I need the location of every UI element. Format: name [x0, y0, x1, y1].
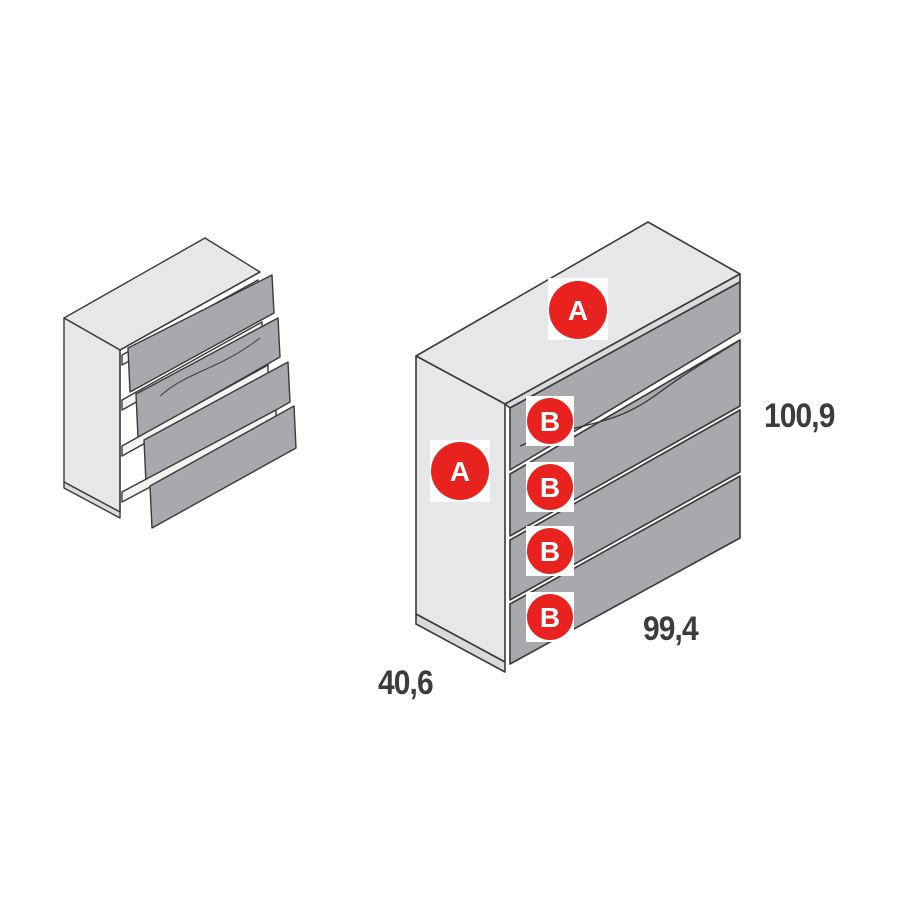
large-side-panel [415, 355, 506, 663]
depth-dimension: 40,6 [378, 664, 434, 702]
small-drawer-front-3 [143, 361, 291, 485]
badge-a-top [549, 281, 607, 339]
badge-b-1-label: B [540, 406, 560, 437]
small-base [63, 481, 121, 519]
badge-b-1 [527, 398, 573, 444]
large-base [415, 613, 506, 673]
open-drawers-view [63, 237, 297, 529]
badge-b-4-label: B [540, 602, 560, 633]
height-dimension: 100,9 [764, 397, 835, 435]
small-drawer-front-2 [135, 317, 281, 439]
badge-b-3 [527, 528, 573, 574]
small-drawer-front-4 [149, 405, 297, 529]
badge-b-2 [527, 464, 573, 510]
badge-b-3-label: B [540, 536, 560, 567]
badge-a-side-label: A [450, 456, 470, 487]
width-dimension: 99,4 [643, 610, 699, 648]
badge-a-side [431, 442, 489, 500]
badge-b-4 [527, 594, 573, 640]
small-drawer-front-1 [127, 274, 275, 393]
material-badges: A A B B B B [430, 278, 608, 642]
badge-a-top-label: A [568, 295, 588, 326]
small-side-panel [63, 317, 121, 513]
small-drawer-wave-2 [159, 337, 261, 397]
badge-b-2-label: B [540, 472, 560, 503]
